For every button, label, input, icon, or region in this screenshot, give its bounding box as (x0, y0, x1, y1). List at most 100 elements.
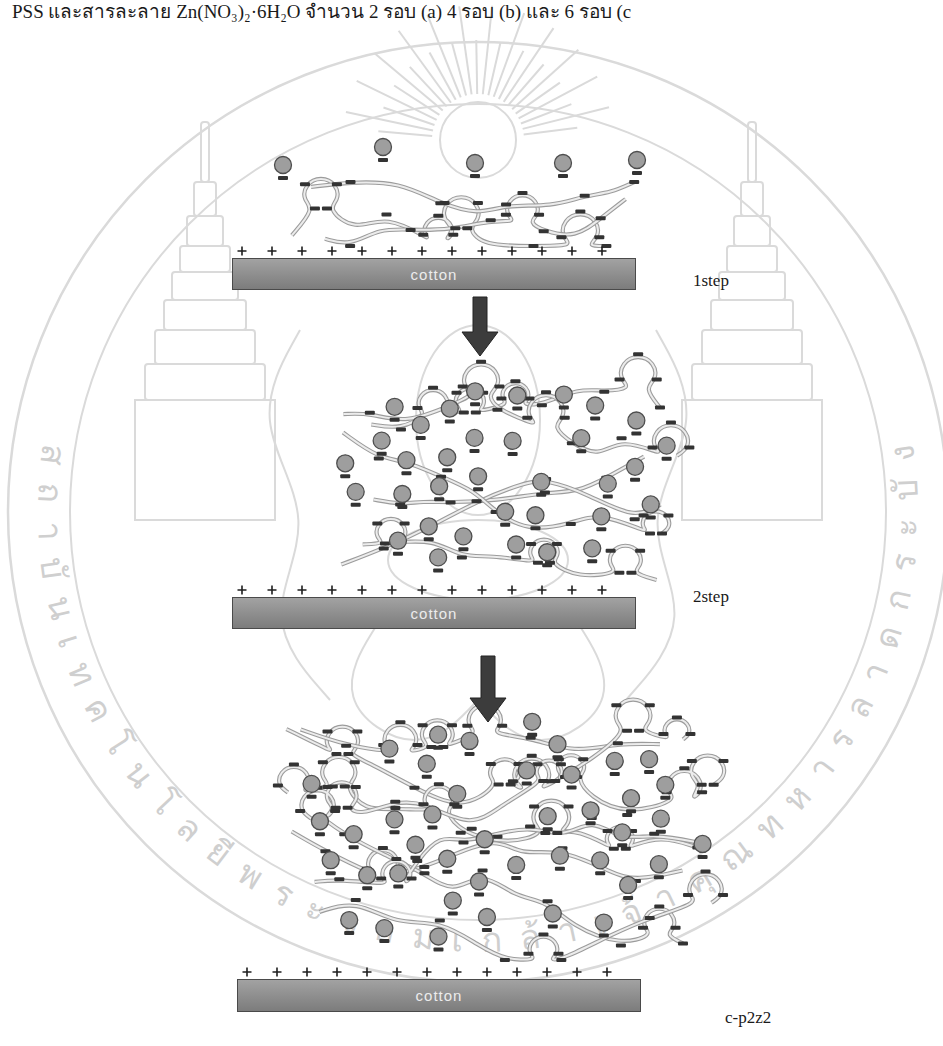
particle-ball (509, 387, 526, 404)
negative-charge (645, 916, 655, 920)
positive-charge (453, 968, 462, 977)
negative-charge (685, 732, 695, 736)
zinc-particle (497, 503, 514, 527)
particle-charge (445, 420, 455, 424)
particle-ball (592, 852, 609, 869)
particle-charge (473, 487, 483, 491)
negative-charge (527, 754, 537, 758)
particle-ball (642, 496, 659, 513)
particle-charge (474, 892, 484, 896)
particle-ball (508, 536, 525, 553)
negative-charge (295, 809, 305, 813)
zinc-particle (449, 785, 466, 809)
chain-charges (365, 352, 695, 574)
seal-ray (452, 43, 466, 95)
zinc-particle (439, 449, 456, 473)
zinc-particle (441, 400, 458, 424)
negative-charge (508, 779, 518, 783)
seal-ray (488, 43, 500, 96)
particle-ball (555, 155, 572, 172)
zinc-particle (551, 847, 568, 871)
particle-charge (646, 515, 656, 519)
zinc-particle (398, 452, 415, 476)
polymer-chain-outline (319, 874, 721, 959)
positive-charge (238, 586, 247, 595)
zinc-particle (628, 412, 645, 436)
negative-charge (611, 703, 621, 707)
seal-ring (70, 104, 886, 920)
negative-charge (351, 898, 361, 902)
negative-charge (331, 806, 341, 810)
negative-charge (663, 513, 673, 517)
particle-ball (466, 429, 483, 446)
negative-charge (709, 783, 719, 787)
particle-ball (439, 850, 456, 867)
negative-charge (629, 180, 639, 184)
negative-charge (501, 202, 511, 206)
zinc-particle (424, 806, 441, 830)
negative-charge (501, 213, 511, 217)
particle-ball (504, 432, 521, 449)
particle-charge (362, 886, 372, 890)
polymer-chain (320, 816, 683, 943)
zinc-particle (322, 852, 339, 876)
zinc-particle (555, 155, 572, 179)
negative-charge (390, 800, 400, 804)
particle-charge (448, 912, 458, 916)
particle-charge (500, 523, 510, 527)
zinc-particle (467, 155, 484, 179)
negative-charge (552, 831, 562, 835)
cotton-substrate: cotton (232, 258, 636, 290)
negative-charge (396, 427, 406, 431)
particle-ball (628, 412, 645, 429)
negative-charge (413, 743, 423, 747)
zinc-particle (430, 726, 447, 750)
substrate-label: cotton (411, 266, 458, 283)
negative-charge (718, 893, 728, 897)
particle-charge (465, 752, 475, 756)
negative-charge (556, 958, 566, 962)
zinc-particle (508, 536, 525, 560)
particle-ball (430, 726, 447, 743)
particle-charge (587, 559, 597, 563)
negative-charge (456, 831, 466, 835)
seal-ray (519, 77, 598, 119)
particle-charge (393, 552, 403, 556)
zinc-particle (407, 836, 424, 860)
particle-charge (610, 772, 620, 776)
pagoda-tier (741, 182, 763, 216)
zinc-particle (694, 835, 711, 859)
negative-charge (645, 703, 655, 707)
negative-charge (341, 744, 351, 748)
zinc-particle (466, 429, 483, 453)
pagoda-base (135, 400, 275, 520)
particle-ball (629, 152, 646, 169)
zinc-particle (337, 455, 354, 479)
zinc-particle (627, 458, 644, 482)
negative-charge (435, 918, 445, 922)
particle-charge (470, 449, 480, 453)
negative-charge (614, 571, 624, 575)
zinc-particle (584, 540, 601, 564)
negative-charge (318, 760, 328, 764)
polymer-chain-outline (343, 433, 669, 534)
watermark-text: สถาบันเทคโนโลยีพระจอมเกล้าเจ้าคุณทหารลาด… (31, 442, 925, 959)
particle-ball (587, 397, 604, 414)
particle-ball (478, 908, 495, 925)
negative-charge (596, 216, 606, 220)
negative-charge (351, 785, 361, 789)
particle-ball (539, 808, 556, 825)
zinc-particle (593, 508, 610, 532)
zinc-particle (614, 824, 631, 848)
particle-ball (412, 416, 429, 433)
positive-charge (418, 247, 427, 256)
particle-charge (542, 563, 552, 567)
negative-charge (683, 893, 693, 897)
zinc-particle (518, 762, 535, 786)
particle-ball (620, 876, 637, 893)
zinc-particle (430, 928, 447, 952)
particle-ball (441, 400, 458, 417)
particle-ball (497, 503, 514, 520)
particle-ball (623, 790, 640, 807)
negative-charge (346, 180, 356, 184)
